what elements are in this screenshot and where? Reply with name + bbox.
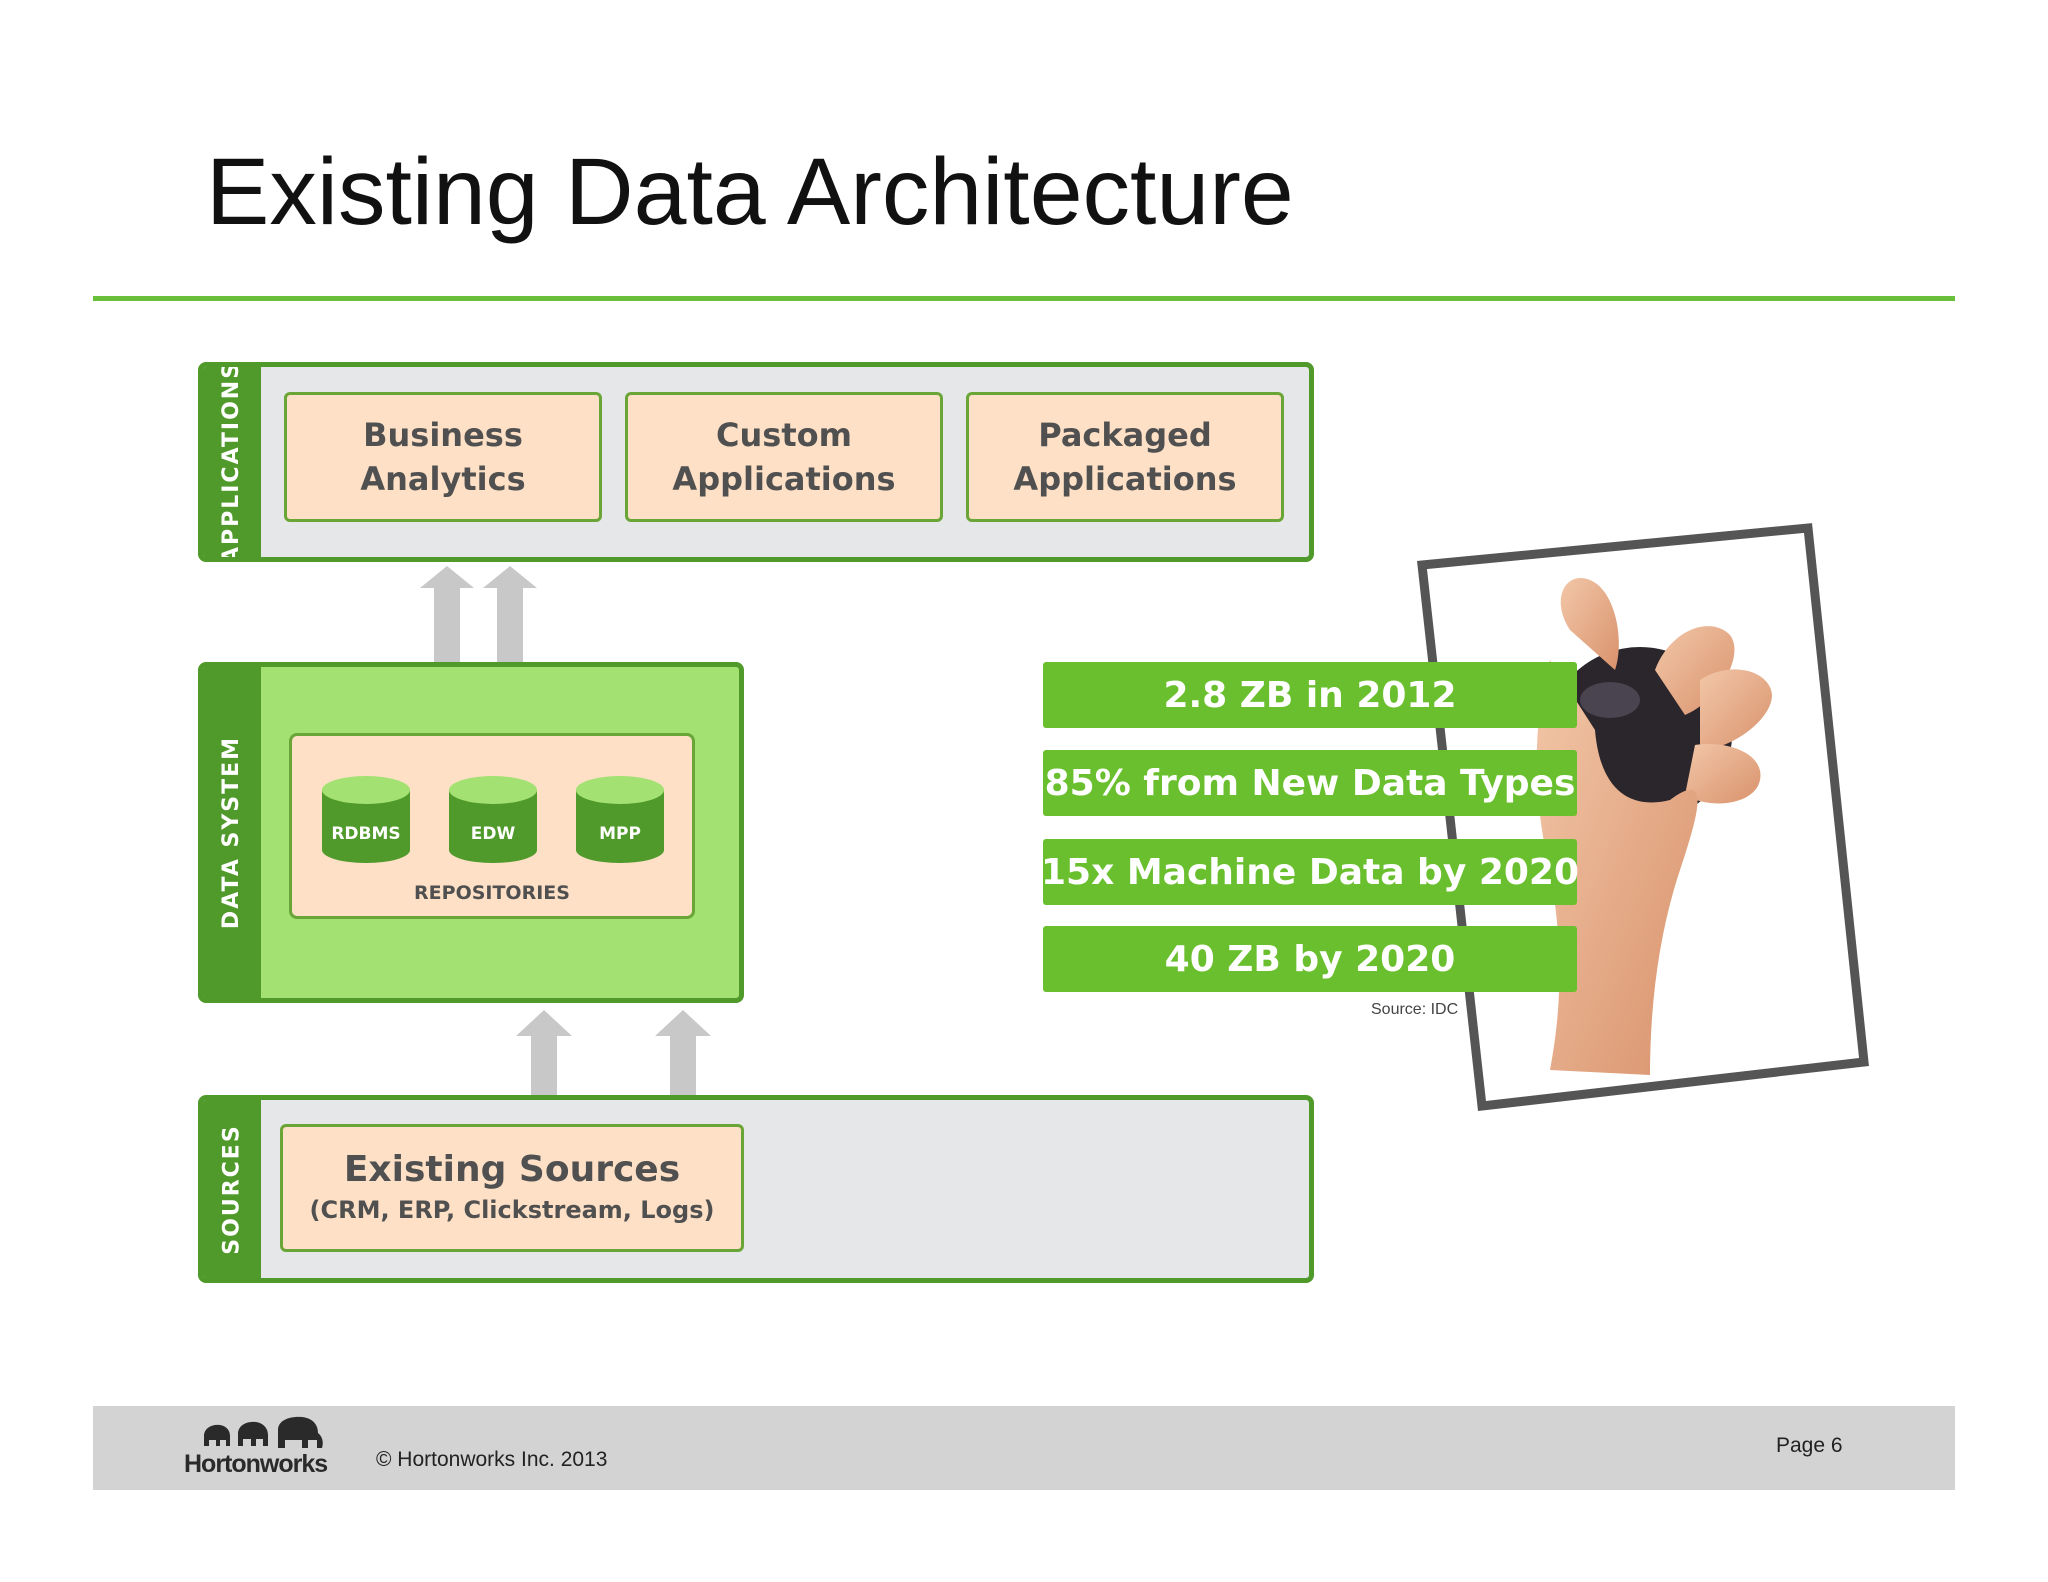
sources-tier: SOURCES Existing Sources (CRM, ERP, Clic…	[198, 1095, 1314, 1283]
packaged-applications-box: Packaged Applications	[966, 392, 1284, 522]
database-icon	[322, 776, 410, 863]
custom-applications-box: Custom Applications	[625, 392, 943, 522]
data-system-tier-label-bar: DATA SYSTEM	[203, 667, 261, 998]
mpp-label: MPP	[599, 824, 641, 844]
footer-bar	[93, 1406, 1955, 1490]
page-number: Page 6	[1776, 1434, 1843, 1457]
rdbms-label: RDBMS	[331, 824, 401, 844]
existing-sources-subtitle: (CRM, ERP, Clickstream, Logs)	[309, 1196, 715, 1224]
source-arrow-up-icon	[655, 1010, 711, 1096]
packaged-applications-label: Packaged Applications	[1013, 416, 1237, 498]
edw-cylinder: EDW	[447, 774, 539, 864]
source-arrow-up-icon	[516, 1010, 572, 1096]
title-divider	[93, 296, 1955, 301]
database-icon	[576, 776, 664, 863]
existing-sources-title: Existing Sources	[343, 1149, 681, 1190]
slide-title: Existing Data Architecture	[206, 139, 1294, 245]
app-data-arrow-up-icon	[420, 566, 474, 726]
repositories-box: RDBMS EDW MPP REPOSITORIES	[289, 733, 695, 919]
hortonworks-logo-text: Hortonworks	[184, 1450, 328, 1478]
repositories-label: REPOSITORIES	[414, 882, 570, 904]
existing-sources-box: Existing Sources (CRM, ERP, Clickstream,…	[280, 1124, 744, 1252]
edw-label: EDW	[470, 824, 516, 844]
app-data-arrows	[420, 566, 537, 726]
stat-bar: 2.8 ZB in 2012	[1043, 662, 1577, 728]
stat-bar: 15x Machine Data by 2020	[1041, 839, 1579, 905]
custom-applications-label: Custom Applications	[672, 416, 896, 498]
source-data-arrows	[516, 1010, 711, 1096]
applications-tier-label: APPLICATIONS	[219, 362, 245, 562]
elephant-logo-icon	[204, 1416, 323, 1448]
sources-tier-label-bar: SOURCES	[203, 1100, 261, 1278]
database-icon	[449, 776, 537, 863]
copyright-text: © Hortonworks Inc. 2013	[376, 1448, 608, 1471]
stat-bar: 40 ZB by 2020	[1043, 926, 1577, 992]
stats-source-note: Source: IDC	[1371, 1001, 1459, 1018]
rdbms-cylinder: RDBMS	[320, 774, 412, 864]
applications-tier-label-bar: APPLICATIONS	[203, 367, 261, 557]
data-system-tier: DATA SYSTEM RDBMS EDW MPP REPOSITORIES	[198, 662, 744, 1003]
business-analytics-label: Business Analytics	[360, 416, 526, 498]
stat-bar: 85% from New Data Types	[1043, 750, 1577, 816]
app-data-arrow-down-icon	[483, 566, 537, 726]
sources-tier-label: SOURCES	[219, 1123, 245, 1255]
data-system-tier-label: DATA SYSTEM	[219, 735, 245, 930]
mpp-cylinder: MPP	[574, 774, 666, 864]
business-analytics-box: Business Analytics	[284, 392, 602, 522]
stress-ball-hand-image	[1417, 523, 1869, 1111]
applications-tier: APPLICATIONS Business Analytics Custom A…	[198, 362, 1314, 562]
